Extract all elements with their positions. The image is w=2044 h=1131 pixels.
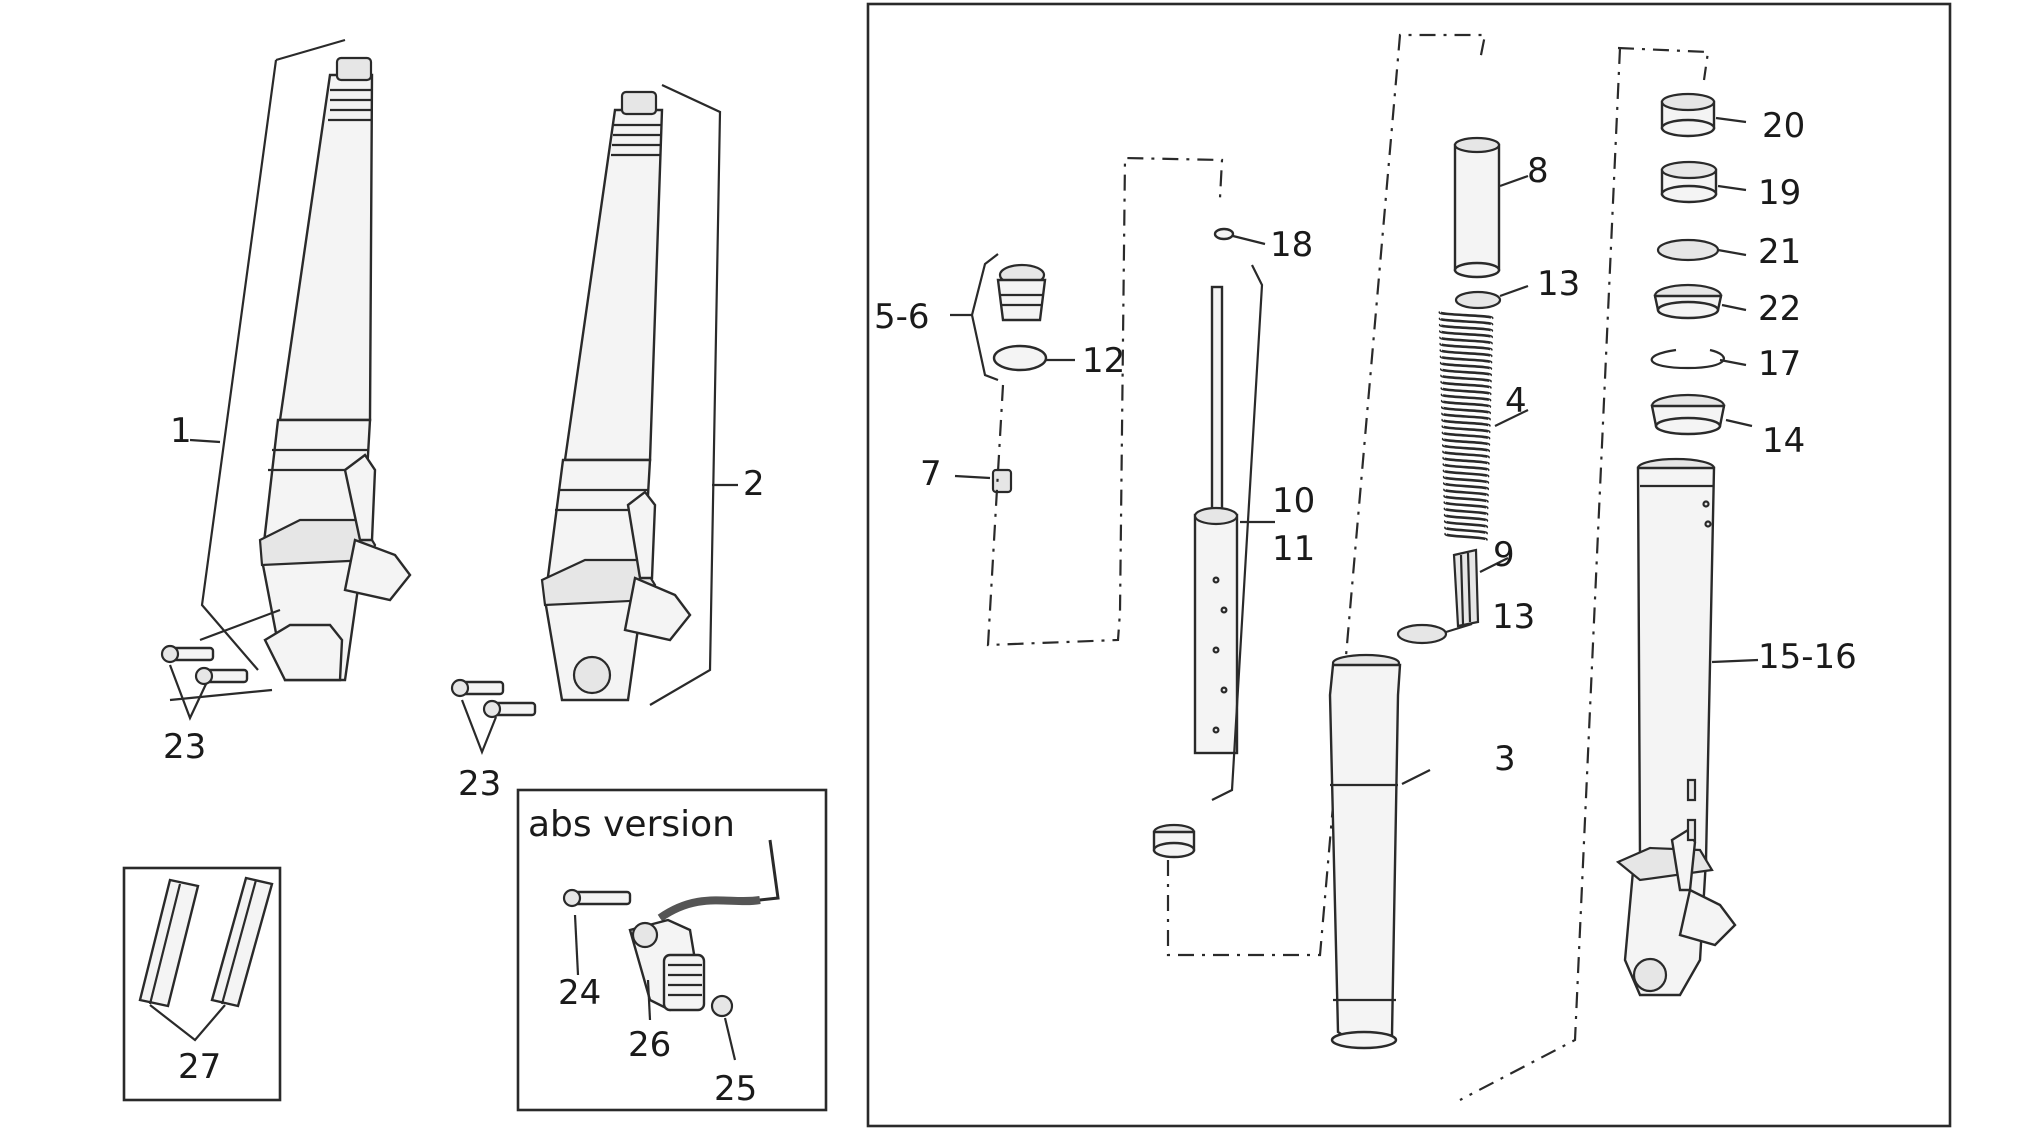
callout-13-bottom: 13 [1492, 597, 1535, 637]
leader-22 [1721, 303, 1747, 312]
o-ring-12 [992, 344, 1048, 372]
spring-4 [1438, 310, 1494, 542]
leader-4 [1494, 409, 1529, 427]
nut-7 [991, 468, 1013, 494]
clip-18 [1213, 227, 1235, 241]
callout-23-right: 23 [458, 764, 501, 804]
callout-5-6: 5-6 [874, 297, 930, 337]
abs-sensor-26 [628, 839, 780, 1012]
leader-17 [1719, 358, 1747, 367]
damper-cartridge-10-11 [1193, 285, 1239, 755]
callout-19: 19 [1758, 173, 1801, 213]
abs-version-box [516, 788, 828, 1112]
leader-21 [1717, 248, 1747, 257]
callout-15-16: 15-16 [1758, 637, 1857, 677]
sliders-27 [138, 876, 274, 1042]
callout-23-left: 23 [163, 727, 206, 767]
callout-10: 10 [1272, 481, 1315, 521]
outer-tube-15-16 [1615, 457, 1737, 997]
bushing-bottom [1152, 823, 1196, 859]
fork-leg-2 [540, 90, 692, 702]
leader-7 [954, 474, 991, 480]
leader-14 [1725, 418, 1753, 428]
bracket-10-11 [1211, 264, 1264, 801]
callout-9: 9 [1493, 535, 1515, 575]
dashed-group-right-stack [1459, 46, 1710, 1101]
callout-20: 20 [1762, 106, 1805, 146]
bolts-23-left [160, 644, 249, 721]
callout-27: 27 [178, 1047, 221, 1087]
leader-13-top [1499, 284, 1529, 298]
callout-7: 7 [920, 454, 942, 494]
callout-2: 2 [743, 464, 765, 504]
washer-13-bottom [1396, 623, 1448, 645]
washer-21 [1656, 238, 1720, 262]
leader-20 [1715, 116, 1747, 124]
callout-22: 22 [1758, 289, 1801, 329]
dashed-group-bottom [1166, 33, 1487, 957]
leader-1 [189, 438, 221, 444]
washer-13-top [1454, 290, 1502, 310]
callout-11: 11 [1272, 529, 1315, 569]
exploded-view-panel [866, 2, 1952, 1128]
bushing-19 [1660, 160, 1718, 204]
callout-3: 3 [1494, 739, 1516, 779]
inner-tube-3 [1328, 653, 1402, 1050]
dust-seal-14 [1650, 393, 1726, 436]
callout-12: 12 [1082, 341, 1125, 381]
callout-13-top: 13 [1537, 264, 1580, 304]
leader-15-16 [1711, 658, 1759, 664]
callout-4: 4 [1505, 381, 1527, 421]
dashed-group-cartridge [986, 156, 1224, 647]
leader-9 [1479, 557, 1509, 573]
leader-26 [646, 979, 652, 1021]
callout-8: 8 [1527, 151, 1549, 191]
abs-version-title: abs version [528, 804, 735, 845]
callout-17: 17 [1758, 344, 1801, 384]
leader-13-bottom [1445, 622, 1473, 634]
slider-box [122, 866, 282, 1102]
bracket-leg-1 [200, 38, 346, 671]
callout-14: 14 [1762, 421, 1805, 461]
abs-nut-25 [710, 994, 737, 1061]
seal-22 [1653, 283, 1723, 320]
leader-19 [1717, 184, 1747, 192]
abs-bolt-24 [562, 888, 632, 976]
callout-24: 24 [558, 973, 601, 1013]
callout-21: 21 [1758, 232, 1801, 272]
callout-18: 18 [1270, 225, 1313, 265]
bracket-leg-2 [649, 84, 722, 706]
bushing-20 [1660, 92, 1716, 138]
leader-8 [1499, 174, 1529, 188]
callout-1: 1 [170, 411, 192, 451]
fork-leg-1 [169, 56, 412, 702]
spacer-tube-8 [1453, 136, 1501, 279]
leader-3 [1401, 769, 1431, 785]
cap-5-6 [996, 263, 1047, 322]
callout-26: 26 [628, 1025, 671, 1065]
callout-25: 25 [714, 1069, 757, 1109]
leader-18 [1232, 234, 1266, 246]
bolts-23-right [450, 678, 537, 756]
preload-tube-9 [1452, 548, 1480, 628]
circlip-17 [1650, 348, 1725, 370]
